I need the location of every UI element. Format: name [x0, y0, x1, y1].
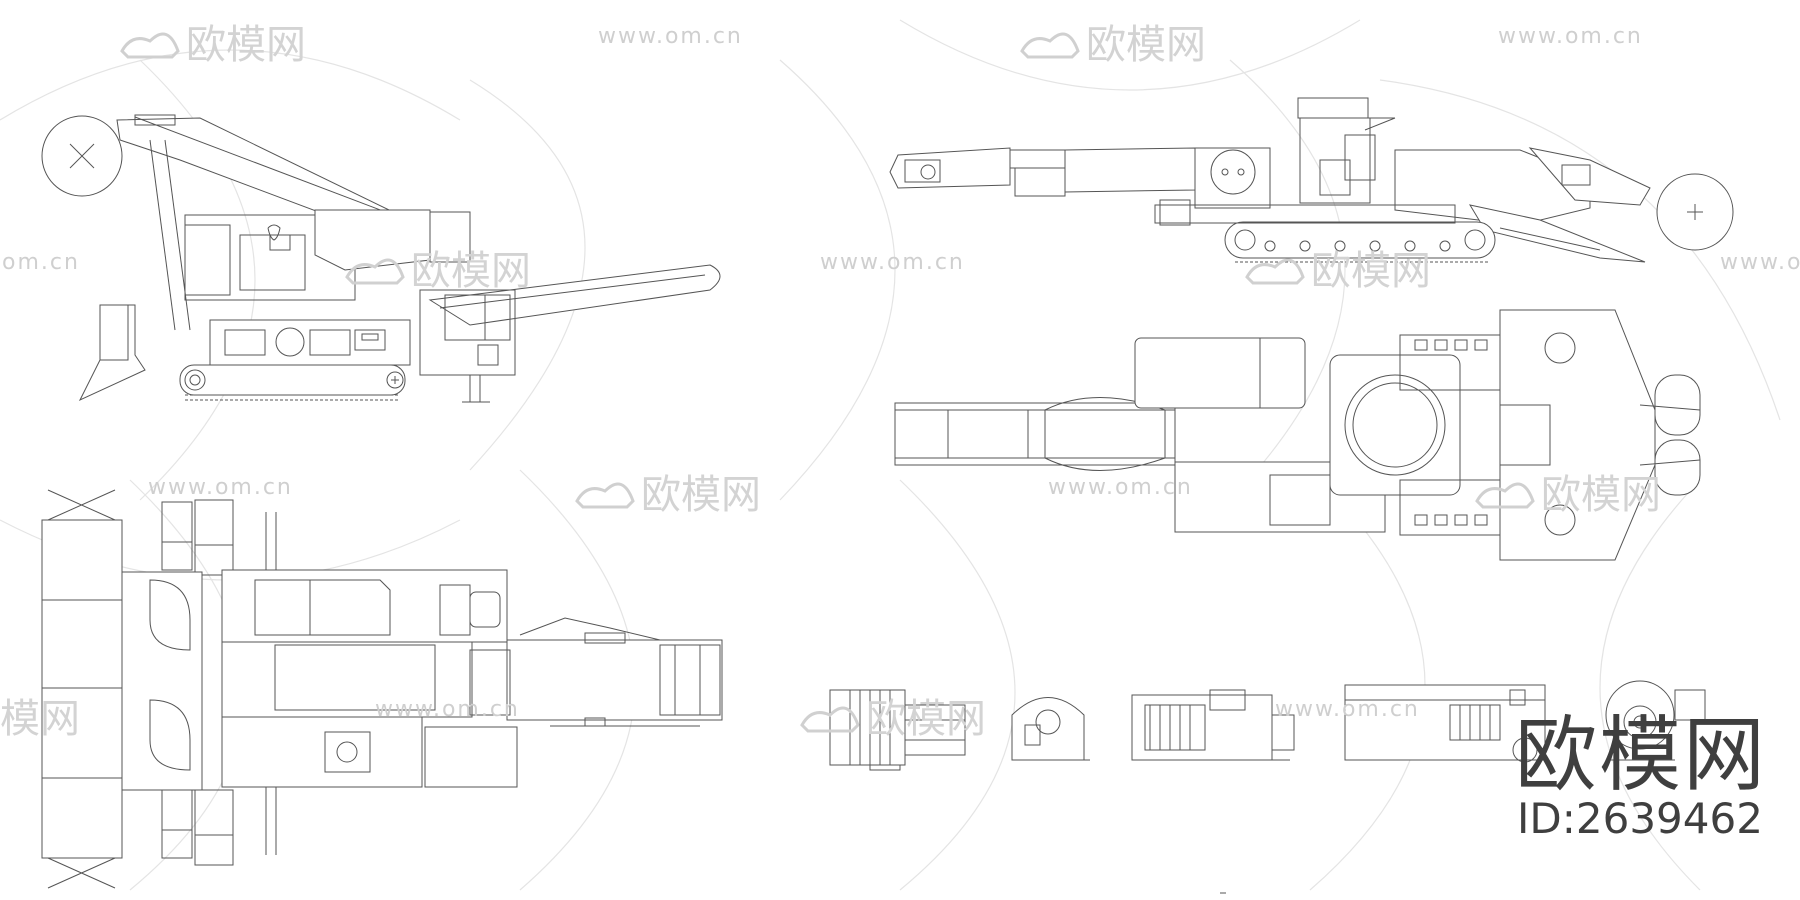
watermark-logo-text: 欧模网 — [641, 472, 761, 518]
watermark-logo-text: 欧模网 — [866, 696, 986, 742]
watermark-logo-text: 欧模网 — [186, 22, 306, 68]
watermark-url-8: www.om.cn — [375, 697, 520, 722]
watermark-logo-3: 欧模网 — [345, 238, 531, 296]
watermark-url-2: www.om.cn — [1498, 24, 1643, 49]
watermark-logo-6: 欧模网 — [1475, 462, 1661, 520]
watermark-logo-5: 欧模网 — [575, 462, 761, 520]
watermark-logo-mark-icon — [800, 706, 860, 733]
plan-view-right — [894, 309, 1701, 561]
watermark-logo-mark-icon — [345, 258, 405, 285]
watermark-url-1: www.om.cn — [598, 24, 743, 49]
component-details — [829, 680, 1706, 894]
watermark-logo-1: 欧模网 — [120, 12, 306, 70]
watermark-url-3: om.cn — [2, 250, 80, 275]
watermark-logo-mark-icon — [1245, 258, 1305, 285]
watermark-logo-mark-icon — [575, 482, 635, 509]
watermark-logo-7: 模网 — [0, 686, 80, 744]
watermark-logo-4: 欧模网 — [1245, 238, 1431, 296]
model-id-label: ID:2639462 — [1517, 794, 1763, 843]
watermark-url-9: www.om.cn — [1275, 697, 1420, 722]
brand-logo-text: 欧模网 — [1515, 708, 1768, 803]
watermark-logo-8: 欧模网 — [800, 686, 986, 744]
watermark-logo-mark-icon — [120, 32, 180, 59]
watermark-url-4: www.om.cn — [820, 250, 965, 275]
side-elevation-left — [41, 114, 721, 403]
watermark-logo-text: 欧模网 — [1541, 472, 1661, 518]
watermark-logo-text: 欧模网 — [1311, 248, 1431, 294]
plan-view-left — [41, 489, 723, 889]
watermark-logo-2: 欧模网 — [1020, 12, 1206, 70]
watermark-url-6: www.om.cn — [148, 475, 293, 500]
watermark-url-7: www.om.cn — [1048, 475, 1193, 500]
watermark-logo-text: 欧模网 — [1086, 22, 1206, 68]
watermark-logo-mark-icon — [1020, 32, 1080, 59]
watermark-url-5: www.om.cn — [1720, 250, 1800, 275]
watermark-logo-text: 欧模网 — [411, 248, 531, 294]
watermark-logo-mark-icon — [1475, 482, 1535, 509]
watermark-logo-text: 模网 — [0, 696, 80, 742]
side-elevation-right — [889, 97, 1734, 263]
